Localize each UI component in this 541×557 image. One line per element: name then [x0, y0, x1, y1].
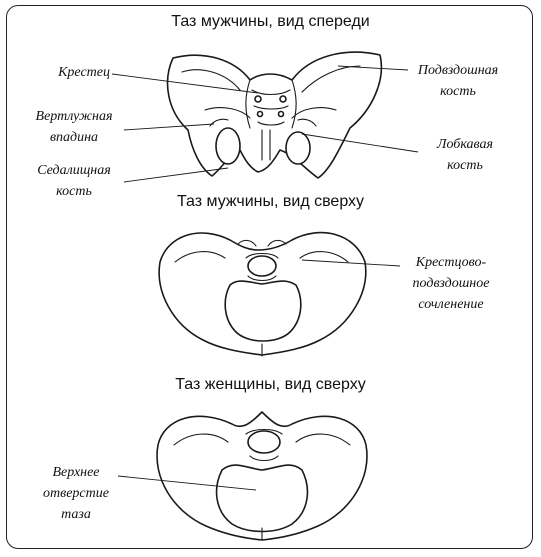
- title-female-top: Таз женщины, вид сверху: [175, 376, 366, 393]
- label-sacrum: Крестец: [30, 62, 110, 83]
- label-pelvic-inlet-line3: таза: [61, 507, 91, 522]
- label-ilium: Подвздошная кость: [406, 60, 510, 102]
- label-sacroiliac-line2: подвздошное: [412, 276, 490, 291]
- label-pubic-bone-line1: Лобкавая: [436, 137, 494, 152]
- label-acetabulum-line1: Вертлужная: [35, 109, 113, 124]
- figure-frame: [6, 5, 533, 549]
- leader-lines: [111, 65, 419, 491]
- male-pelvis-front-drawing: [166, 51, 383, 179]
- label-sacroiliac-joint: Крестцово- подвздошное сочленение: [396, 252, 506, 315]
- label-sacroiliac-line1: Крестцово-: [415, 255, 487, 270]
- label-acetabulum-line2: впадина: [49, 130, 99, 145]
- label-ischium-line1: Седалищная: [37, 163, 111, 178]
- label-acetabulum: Вертлужная впадина: [22, 106, 126, 148]
- label-pubic-bone-line2: кость: [447, 158, 483, 173]
- label-ischium-line2: кость: [56, 184, 92, 199]
- title-male-front: Таз мужчины, вид спереди: [171, 13, 370, 30]
- label-pelvic-inlet-line2: отверстие: [43, 486, 109, 501]
- label-sacrum-text: Крестец: [58, 65, 110, 80]
- label-pubic-bone: Лобкавая кость: [420, 134, 510, 176]
- label-pelvic-inlet-line1: Верхнее: [52, 465, 100, 480]
- male-pelvis-top-drawing: [158, 231, 367, 357]
- title-male-top: Таз мужчины, вид сверху: [176, 193, 365, 210]
- label-ilium-line2: кость: [440, 84, 476, 99]
- label-ilium-line1: Подвздошная: [417, 63, 499, 78]
- female-pelvis-top-drawing: [156, 411, 368, 541]
- label-ischium: Седалищная кость: [22, 160, 126, 202]
- label-pelvic-inlet: Верхнее отверстие таза: [28, 462, 124, 525]
- label-sacroiliac-line3: сочленение: [418, 297, 484, 312]
